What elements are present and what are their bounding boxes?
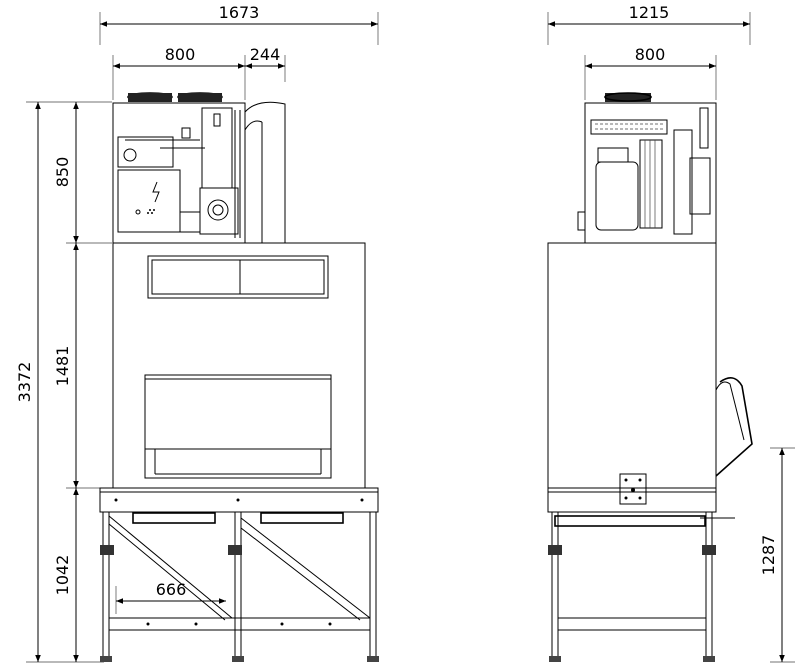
dimension-overall-width: 1673 bbox=[99, 3, 379, 45]
fan-icon bbox=[605, 93, 651, 102]
dimension-unit-depth: 800 bbox=[584, 45, 717, 100]
dim-label-1673: 1673 bbox=[219, 3, 260, 22]
front-stand bbox=[99, 487, 379, 662]
side-leg-right bbox=[705, 511, 713, 661]
side-stand-frame-top bbox=[547, 487, 717, 513]
front-refrigeration-unit bbox=[112, 92, 246, 244]
dimension-unit-height: 850 bbox=[53, 102, 112, 244]
dimension-stand-height: 1042 bbox=[53, 488, 79, 662]
side-mounting-plate bbox=[619, 473, 647, 505]
bracket-left bbox=[132, 512, 216, 524]
dimension-side-stand-height: 1287 bbox=[759, 447, 795, 663]
dim-label-800-side: 800 bbox=[635, 45, 666, 64]
dimension-unit-width: 800 bbox=[112, 45, 246, 100]
dim-label-3372: 3372 bbox=[15, 362, 34, 403]
front-ice-bin bbox=[112, 242, 366, 489]
compressor-box bbox=[117, 169, 181, 233]
electric-hazard-icon bbox=[152, 181, 160, 203]
bin-door bbox=[144, 374, 332, 450]
side-stand bbox=[547, 473, 735, 662]
condenser-coil bbox=[639, 139, 663, 229]
bracket-right bbox=[260, 512, 344, 524]
dim-label-666: 666 bbox=[156, 580, 187, 599]
dim-label-1481: 1481 bbox=[53, 346, 72, 387]
dimension-leg-spacing: 666 bbox=[115, 580, 226, 614]
dimension-total-height: 3372 bbox=[15, 101, 112, 663]
side-ice-bin bbox=[547, 242, 753, 489]
dimension-bin-height: 1481 bbox=[53, 243, 104, 489]
dim-label-800-front: 800 bbox=[165, 45, 196, 64]
leg-right bbox=[369, 511, 377, 661]
dimension-overall-depth: 1215 bbox=[547, 3, 751, 45]
dimension-duct-width: 244 bbox=[245, 45, 286, 82]
front-exhaust-duct bbox=[244, 101, 286, 244]
front-view: 1673 800 244 3372 850 bbox=[15, 3, 379, 663]
compressor bbox=[595, 161, 639, 231]
side-scoop-handle bbox=[715, 377, 753, 477]
side-refrigeration-unit bbox=[577, 92, 717, 244]
bin-window bbox=[147, 255, 329, 299]
dim-label-1042: 1042 bbox=[53, 555, 72, 596]
dim-label-1287: 1287 bbox=[759, 535, 778, 576]
vent-grille bbox=[590, 119, 668, 135]
side-view: 1215 800 1287 bbox=[547, 3, 795, 663]
dim-label-1215: 1215 bbox=[629, 3, 670, 22]
side-leg-left bbox=[551, 511, 559, 661]
dim-label-244: 244 bbox=[250, 45, 281, 64]
dim-label-850: 850 bbox=[53, 157, 72, 188]
leg-left bbox=[102, 511, 110, 661]
leg-middle bbox=[234, 511, 242, 661]
control-box bbox=[201, 107, 233, 189]
